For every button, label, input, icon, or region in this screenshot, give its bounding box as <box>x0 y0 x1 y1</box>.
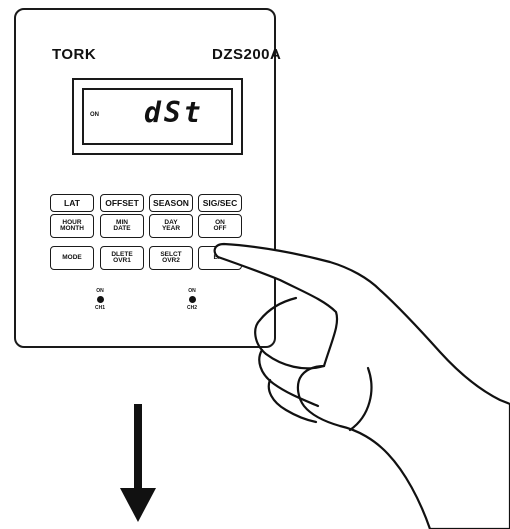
on-off-button[interactable]: ON OFF <box>198 214 242 238</box>
pointing-hand-icon <box>213 242 510 529</box>
down-arrow-icon <box>120 404 156 522</box>
ch1-led: ON CH1 <box>80 288 120 311</box>
hour-month-button[interactable]: HOUR MONTH <box>50 214 94 238</box>
model-label: DZS200A <box>212 46 282 63</box>
ch1-led-label: CH1 <box>94 305 105 311</box>
lcd-readout: dSt <box>144 96 204 129</box>
delete-ovr1-button[interactable]: DLETE OVR1 <box>100 246 144 270</box>
ch2-led: ON CH2 <box>172 288 212 311</box>
ch1-led-on-label: ON <box>96 288 104 294</box>
ch1-led-dot <box>96 296 104 303</box>
min-date-button[interactable]: MIN DATE <box>100 214 144 238</box>
brand-label: TORK <box>52 46 97 63</box>
lcd-frame: ON dSt <box>72 78 243 155</box>
season-button[interactable]: SEASON <box>149 194 193 212</box>
lcd-screen: ON dSt <box>82 88 233 145</box>
mode-button[interactable]: MODE <box>50 246 94 270</box>
lat-button[interactable]: LAT <box>50 194 94 212</box>
lcd-on-indicator: ON <box>90 112 99 118</box>
sig-sec-button[interactable]: SIG/SEC <box>198 194 242 212</box>
ch2-led-label: CH2 <box>186 305 197 311</box>
offset-button[interactable]: OFFSET <box>100 194 144 212</box>
day-year-button[interactable]: DAY YEAR <box>149 214 193 238</box>
ch2-led-on-label: ON <box>188 288 196 294</box>
select-ovr2-button[interactable]: SELCT OVR2 <box>149 246 193 270</box>
ch2-led-dot <box>188 296 196 303</box>
timer-device: TORK DZS200A ON dSt LAT OFFSET SEASON SI… <box>14 8 281 348</box>
